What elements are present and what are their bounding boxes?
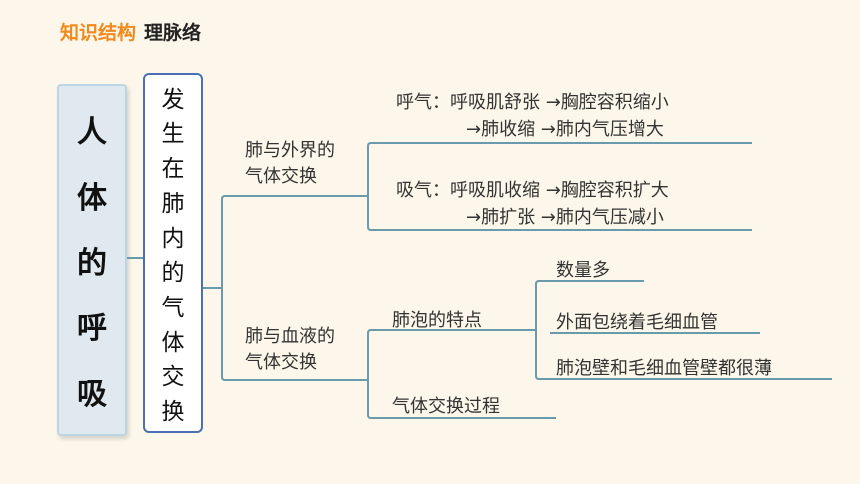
alveoli-feature-1: 数量多	[556, 260, 610, 281]
inhale-line2: →肺扩张 →肺内气压减小	[466, 207, 664, 228]
sub-title-char: 肺	[161, 190, 185, 217]
main-title-char: 吸	[77, 376, 107, 412]
sub-title-char: 的	[161, 260, 185, 287]
sub-title-char: 体	[161, 329, 185, 356]
bracket-level1	[221, 195, 240, 381]
sub-title-char: 生	[161, 121, 185, 148]
branch2-label-line1: 肺与血液的	[245, 326, 335, 347]
inhale-line1: 吸气：呼吸肌收缩 →胸腔容积扩大	[396, 180, 669, 201]
bracket-branch1	[367, 142, 380, 231]
sub-title-char: 内	[161, 225, 185, 252]
branch1-label-line1: 肺与外界的	[245, 140, 335, 161]
branch1-label-line2: 气体交换	[245, 166, 317, 187]
gas-exchange-process: 气体交换过程	[392, 396, 500, 417]
header-label-context: 理脉络	[144, 22, 202, 44]
bracket-alveoli	[535, 280, 550, 380]
alveoli-feature-2: 外面包绕着毛细血管	[556, 312, 718, 333]
sub-title-char: 交	[161, 364, 185, 391]
sub-title-char: 在	[161, 156, 185, 183]
main-title-char: 人	[77, 115, 107, 151]
main-title-char: 呼	[77, 311, 107, 347]
alveoli-feature-3: 肺泡壁和毛细血管壁都很薄	[556, 358, 772, 379]
exhale-line1: 呼气：呼吸肌舒张 →胸腔容积缩小	[396, 92, 669, 113]
bracket-branch2	[367, 329, 380, 419]
sub-title-char: 气	[161, 295, 185, 322]
header-label-structure: 知识结构	[60, 22, 137, 44]
section-header: 知识结构理脉络	[60, 18, 201, 45]
sub-title-char: 换	[161, 399, 185, 426]
subtopic-box: 发 生 在 肺 内 的 气 体 交 换	[143, 73, 203, 433]
exhale-line2: →肺收缩 →肺内气压增大	[466, 119, 664, 140]
branch2-label-line2: 气体交换	[245, 352, 317, 373]
main-topic-box: 人 体 的 呼 吸	[57, 84, 127, 436]
sub-title-char: 发	[161, 86, 185, 113]
main-title-char: 的	[77, 245, 107, 281]
main-title-char: 体	[77, 180, 107, 216]
alveoli-label: 肺泡的特点	[392, 310, 482, 331]
